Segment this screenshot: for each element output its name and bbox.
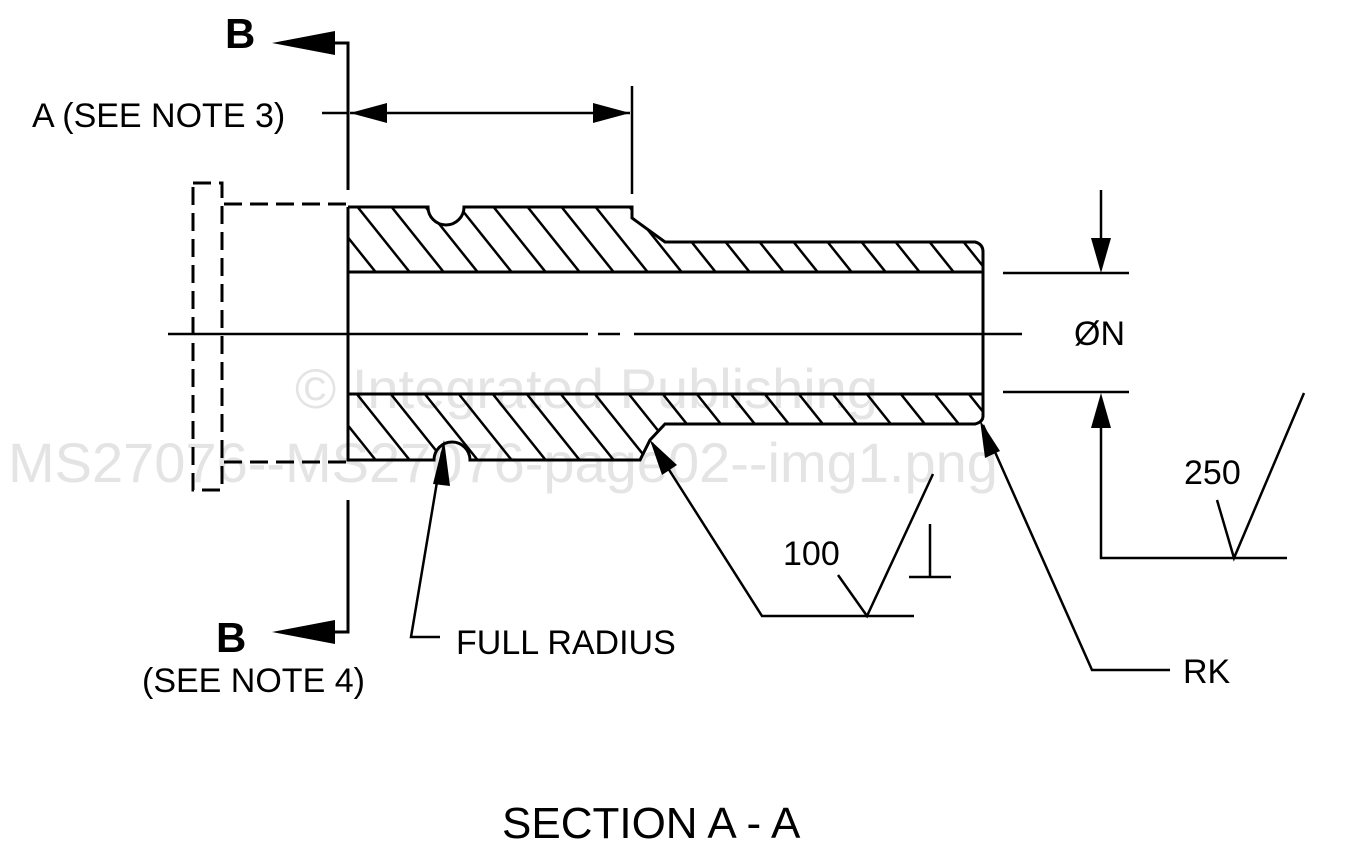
hatch-line — [521, 394, 587, 460]
hatch-line — [453, 207, 519, 272]
hatch-line — [1032, 388, 1096, 468]
hatch-line — [827, 207, 893, 272]
finish-100-leader — [650, 442, 914, 618]
section-note-bottom: (SEE NOTE 4) — [142, 662, 365, 700]
hatch-line — [351, 207, 417, 272]
hatch-line — [998, 200, 1062, 280]
hatch-line — [793, 207, 859, 272]
hatch-line — [521, 207, 587, 272]
dimension-a-arrow-left — [350, 103, 387, 123]
full-radius-leader — [409, 451, 444, 639]
hatch-line — [385, 207, 451, 272]
finish-100-arrow — [650, 440, 677, 475]
hatch-line — [998, 388, 1062, 468]
full-radius-label: FULL RADIUS — [456, 624, 676, 662]
radius-arrow — [980, 420, 1000, 458]
hatch-line — [555, 394, 621, 460]
section-marker-top: B — [225, 10, 255, 57]
radius-leader — [981, 424, 1170, 672]
hatch-line — [725, 207, 791, 272]
hatch-line — [759, 207, 825, 272]
section-line-top — [335, 41, 350, 190]
dimension-a-arrow-right — [593, 103, 630, 123]
watermark-line1: © Integrated Publishing — [295, 357, 878, 420]
hatch-line — [963, 394, 983, 460]
hatch-line — [487, 207, 553, 272]
finish-250-value: 250 — [1184, 454, 1241, 492]
hatch-line — [348, 394, 383, 460]
dimension-a-label: A (SEE NOTE 3) — [32, 97, 285, 135]
hatch-line — [589, 207, 655, 272]
full-radius-arrow — [433, 440, 450, 486]
hatch-line — [861, 207, 927, 272]
hatch-line — [250, 200, 314, 280]
part-outline-top — [346, 205, 985, 462]
finish-100-value: 100 — [783, 535, 840, 573]
hatch-line — [555, 207, 621, 272]
diameter-arrow-bottom — [1091, 393, 1111, 428]
section-marker-bottom: B — [216, 614, 246, 661]
hatch-line — [963, 207, 983, 272]
hatch-line — [623, 207, 689, 272]
section-line-bottom — [335, 500, 350, 634]
finish-250-symbol — [1099, 392, 1306, 562]
finish-100-symbol — [836, 473, 935, 619]
hatch-top — [250, 200, 1096, 280]
diameter-arrow-top — [1091, 238, 1111, 273]
diameter-label: ØN — [1074, 315, 1125, 353]
hatch-line — [691, 207, 757, 272]
watermark-line2: MS27076--MS27076-page02--img1.png — [8, 431, 998, 494]
section-title: SECTION A - A — [502, 799, 801, 848]
radius-label: RK — [1183, 653, 1231, 691]
section-arrow-top — [272, 31, 335, 55]
section-arrow-bottom — [272, 620, 335, 644]
hatch-line — [487, 394, 553, 460]
hatch-line — [657, 207, 723, 272]
hatch-line — [453, 394, 519, 460]
hatch-line — [351, 394, 417, 460]
hatch-line — [1032, 200, 1096, 280]
hatch-line — [419, 394, 485, 460]
hatch-line — [348, 207, 383, 272]
hatch-line — [895, 207, 961, 272]
perpendicularity-symbol — [909, 524, 951, 579]
hatch-line — [348, 207, 349, 272]
